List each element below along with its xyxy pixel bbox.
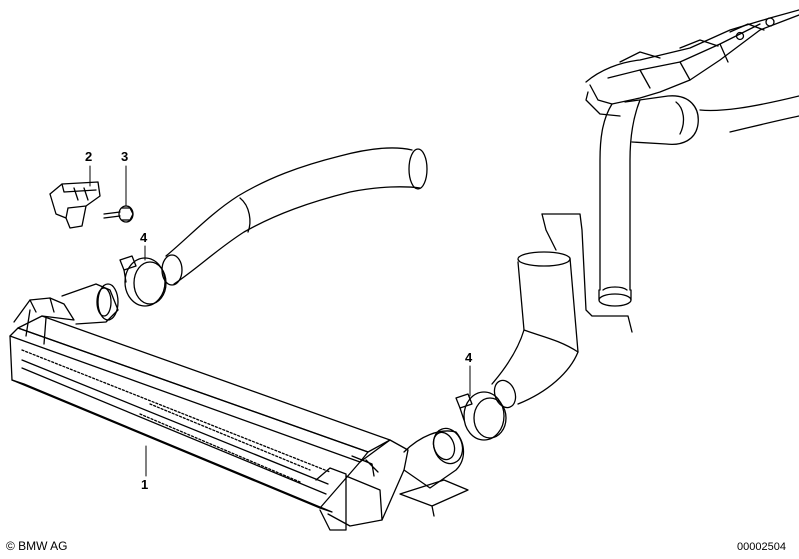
callout-4-lower: 4 <box>465 350 473 365</box>
hex-screw <box>103 205 134 223</box>
leader-lines <box>89 165 471 477</box>
diagram-number: 00002504 <box>737 541 786 553</box>
copyright-label: © BMW AG <box>6 539 68 553</box>
callout-3: 3 <box>121 149 129 164</box>
callout-2: 2 <box>85 149 93 164</box>
hose-clamp-upper <box>119 255 167 307</box>
callout-1: 1 <box>141 477 149 492</box>
intake-manifold <box>585 9 799 133</box>
callout-4-upper: 4 <box>140 230 148 245</box>
lower-charge-hose <box>491 251 579 409</box>
intercooler <box>9 283 469 531</box>
hose-clamp-lower <box>455 391 507 441</box>
charge-pipe-vertical <box>598 95 699 307</box>
mounting-bracket <box>49 181 101 229</box>
cutaway-plate <box>541 213 633 333</box>
upper-charge-hose <box>161 147 428 286</box>
